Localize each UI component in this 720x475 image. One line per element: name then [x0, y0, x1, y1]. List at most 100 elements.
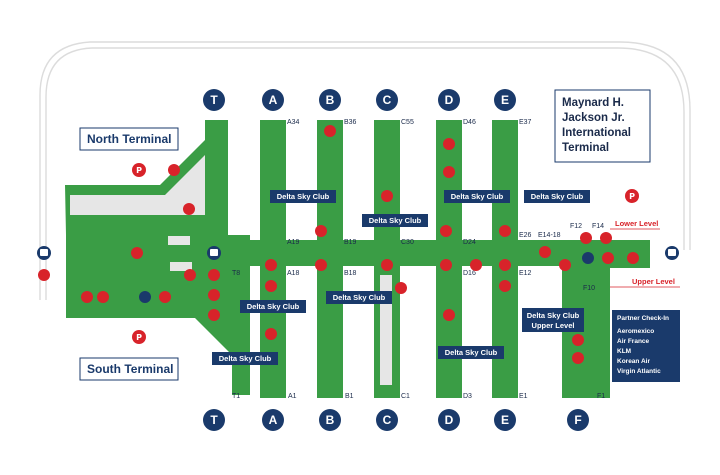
info-icon[interactable]: [443, 138, 455, 150]
medical-icon[interactable]: [572, 334, 584, 346]
concourse-b-top[interactable]: B: [326, 93, 335, 107]
gate-label: A18: [287, 270, 300, 277]
concourse-b: [317, 120, 343, 398]
restroom-icon[interactable]: [183, 203, 195, 215]
north-terminal-roadway: [70, 155, 205, 215]
sky-club-upper-box[interactable]: [522, 308, 584, 332]
sky-club-box[interactable]: [362, 214, 428, 227]
pet-relief-icon[interactable]: [324, 125, 336, 137]
concourse-f-bottom[interactable]: F: [574, 413, 581, 427]
info-icon[interactable]: [265, 280, 277, 292]
north-terminal-box: [79, 127, 179, 151]
pet-relief-icon[interactable]: [443, 166, 455, 178]
info-icon[interactable]: [208, 269, 220, 281]
gate-label: T1: [232, 393, 240, 400]
lounge-icon[interactable]: [139, 291, 151, 303]
concourse-c-top[interactable]: C: [383, 93, 392, 107]
train-glyph: [210, 249, 218, 256]
concourse-t-bottom[interactable]: T: [210, 413, 218, 427]
info-icon[interactable]: [315, 225, 327, 237]
info-icon[interactable]: [381, 190, 393, 202]
sky-club-box[interactable]: [326, 291, 392, 304]
info-icon[interactable]: [208, 289, 220, 301]
concourse-e-top[interactable]: E: [501, 93, 509, 107]
pet-relief-icon[interactable]: [440, 259, 452, 271]
parking-icons: P P P: [132, 163, 639, 344]
sky-club-box[interactable]: [240, 300, 306, 313]
gate-label: E14-18: [538, 232, 561, 239]
concourse-t-top[interactable]: T: [210, 93, 218, 107]
partner-airline: Virgin Atlantic: [617, 368, 661, 375]
pet-relief-icon[interactable]: [395, 282, 407, 294]
restaurant-icon[interactable]: [159, 291, 171, 303]
concourse-b-bottom[interactable]: B: [326, 413, 335, 427]
sky-club-label: Delta Sky Club: [247, 302, 300, 311]
info-icon[interactable]: [499, 280, 511, 292]
restroom-icon[interactable]: [559, 259, 571, 271]
concourse-badges-top: T A B C D E: [203, 89, 516, 111]
parking-icon[interactable]: [625, 189, 639, 203]
partner-airline: KLM: [617, 348, 631, 355]
pet-relief-icon[interactable]: [38, 269, 50, 281]
sky-club-label: Delta Sky Club: [445, 348, 498, 357]
gate-label: E1: [519, 393, 528, 400]
restroom-icon[interactable]: [184, 269, 196, 281]
info-icon[interactable]: [81, 291, 93, 303]
sky-club-upper-label: Delta Sky Club: [527, 311, 580, 320]
info-icon[interactable]: [600, 232, 612, 244]
curb-gap: [168, 236, 190, 245]
concourse-d-bottom[interactable]: D: [445, 413, 454, 427]
restaurant-icon[interactable]: [265, 259, 277, 271]
pet-relief-icon[interactable]: [208, 309, 220, 321]
restaurant-icon[interactable]: [470, 259, 482, 271]
medical-icon[interactable]: [499, 259, 511, 271]
medical-icon[interactable]: [580, 232, 592, 244]
lounge-icon[interactable]: [582, 252, 594, 264]
parking-icon[interactable]: [132, 163, 146, 177]
parking-icon[interactable]: [132, 330, 146, 344]
partner-airline: Aeromexico: [617, 328, 654, 335]
north-terminal-label: North Terminal: [87, 132, 171, 146]
restaurant-icon[interactable]: [315, 259, 327, 271]
concourse-a-bottom[interactable]: A: [269, 413, 278, 427]
curb-gap: [170, 262, 192, 271]
sky-club-label: Delta Sky Club: [333, 293, 386, 302]
gate-label: A34: [287, 119, 300, 126]
gate-label: T8: [232, 270, 240, 277]
pet-relief-icon[interactable]: [168, 164, 180, 176]
restaurant-icon[interactable]: [499, 225, 511, 237]
pet-relief-icon[interactable]: [539, 246, 551, 258]
nursing-room-icon[interactable]: [97, 291, 109, 303]
sky-club-box[interactable]: [524, 190, 590, 203]
gate-label: C55: [401, 119, 414, 126]
parking-icon-glyph: P: [136, 166, 142, 175]
sky-club-box[interactable]: [212, 352, 278, 365]
title-line-1: Maynard H.: [562, 97, 624, 109]
restaurant-icon[interactable]: [602, 252, 614, 264]
gate-label: C1: [401, 393, 410, 400]
sky-club-box[interactable]: [444, 190, 510, 203]
restaurant-icon[interactable]: [381, 259, 393, 271]
gate-label: D3: [463, 393, 472, 400]
concourse-e-bottom[interactable]: E: [501, 413, 509, 427]
concourse-c-bottom[interactable]: C: [383, 413, 392, 427]
title-line-2: Jackson Jr.: [562, 112, 625, 124]
nursing-room-icon[interactable]: [627, 252, 639, 264]
gate-label: B1: [345, 393, 354, 400]
info-icon[interactable]: [572, 352, 584, 364]
restaurant-icon[interactable]: [131, 247, 143, 259]
partner-airline: Air France: [617, 338, 650, 345]
gate-label: B36: [344, 119, 357, 126]
pet-relief-icon[interactable]: [265, 328, 277, 340]
info-icon[interactable]: [443, 309, 455, 321]
sky-club-box[interactable]: [438, 346, 504, 359]
restaurant-icon[interactable]: [440, 225, 452, 237]
gate-label: E12: [519, 270, 532, 277]
partner-checkin-heading: Partner Check-In: [617, 315, 669, 322]
concourse-d-top[interactable]: D: [445, 93, 454, 107]
concourse-a-top[interactable]: A: [269, 93, 278, 107]
gate-label: D24: [463, 239, 476, 246]
sky-club-box[interactable]: [270, 190, 336, 203]
gate-label: F14: [592, 223, 604, 230]
